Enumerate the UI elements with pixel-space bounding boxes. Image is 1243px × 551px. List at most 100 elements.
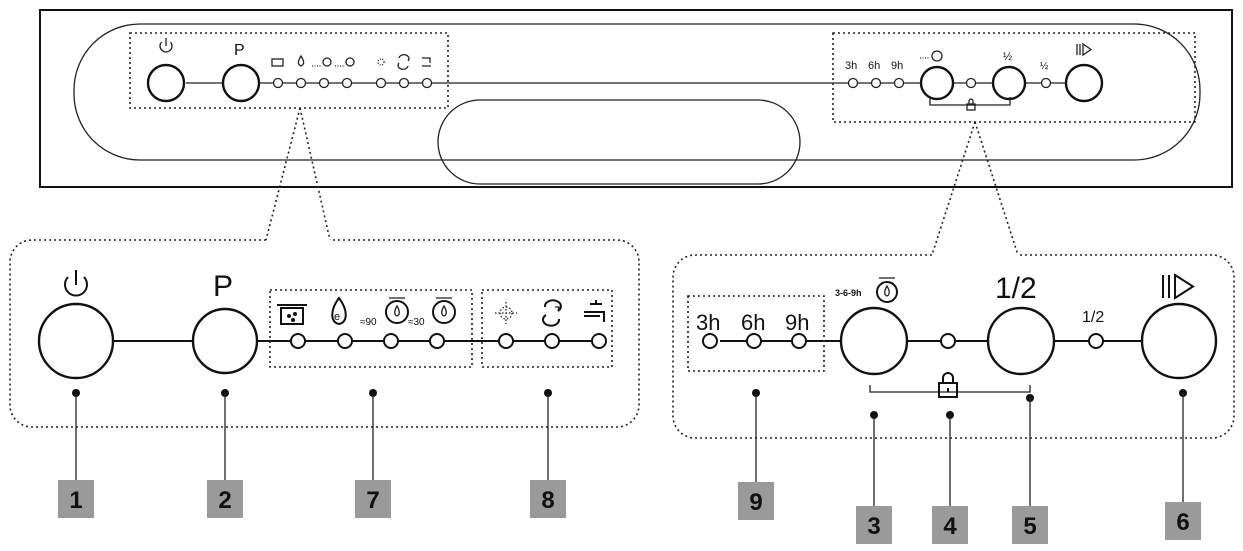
panel-outline [73, 23, 1201, 161]
callout-leaders [72, 389, 1187, 506]
callout-badge-9: 9 [738, 482, 774, 520]
top-led [398, 77, 410, 89]
indicator-led-2 [544, 333, 560, 349]
callout-badge-3: 3 [856, 506, 892, 544]
salt-icon [542, 299, 562, 327]
top-start-pause-icon [1076, 42, 1093, 57]
top-led [1040, 77, 1052, 89]
program-led-2 [337, 333, 353, 349]
delay-prefix-label: 3-6-9h [835, 288, 862, 298]
zoom-connector [974, 121, 1019, 256]
callout-badge-6: 6 [1165, 502, 1201, 540]
right-detail-box [672, 254, 1235, 439]
top-delay-button[interactable] [919, 65, 955, 101]
top-led [295, 77, 307, 89]
program-label: P [213, 270, 233, 303]
top-led [272, 77, 284, 89]
top-delay-icon [920, 50, 943, 62]
delay-led-6h [746, 333, 762, 349]
zoom-connector [265, 107, 301, 241]
callout-badge-2: 2 [207, 480, 243, 518]
top-power-icon [159, 38, 173, 53]
program-led-1 [290, 333, 306, 349]
program-leds-box [269, 289, 473, 368]
top-led [421, 77, 433, 89]
lock-bracket [869, 385, 1031, 393]
program-led-3 [383, 333, 399, 349]
power-button[interactable] [37, 302, 115, 380]
eco-icon: e [331, 296, 347, 326]
half-load-small-label: 1/2 [1082, 309, 1104, 326]
top-led [893, 77, 905, 89]
quick-90-icon: ≈90 [360, 297, 409, 328]
delay-led-3h [702, 333, 718, 349]
power-icon [64, 270, 88, 297]
top-led [965, 77, 977, 89]
program-button[interactable] [191, 307, 259, 375]
top-lock-icon [966, 98, 976, 111]
rinse-aid-icon [495, 302, 517, 324]
delay-6h-label: 6h [741, 310, 765, 335]
prog-90-label: ≈90 [360, 317, 377, 328]
svg-text:2: 2 [218, 487, 231, 514]
top-led [341, 77, 353, 89]
start-pause-icon [1162, 273, 1195, 300]
svg-text:5: 5 [1023, 513, 1036, 540]
zoom-connector [299, 107, 331, 241]
top-start-pause-button[interactable] [1064, 63, 1104, 103]
display-window [437, 99, 801, 185]
callout-badge-8: 8 [530, 480, 566, 518]
start-pause-button[interactable] [1140, 302, 1218, 380]
top-delay-3h: 3h [845, 60, 857, 72]
svg-text:8: 8 [541, 487, 554, 514]
child-lock-icon [938, 372, 958, 398]
svg-text:e: e [334, 311, 340, 323]
callout-badge-1: 1 [58, 480, 94, 518]
top-led [870, 77, 882, 89]
top-half-label: ½ [1003, 51, 1012, 63]
callout-badge-4: 4 [932, 506, 968, 544]
top-power-button[interactable] [146, 63, 186, 103]
top-program-icons [271, 54, 431, 70]
svg-text:7: 7 [366, 487, 379, 514]
panel-frame [39, 9, 1233, 188]
indicator-led-1 [498, 333, 514, 349]
top-right-zoom-box [832, 32, 1196, 123]
top-half-small-label: ½ [1040, 61, 1049, 72]
top-left-zoom-box [129, 32, 449, 109]
top-led [375, 77, 387, 89]
half-load-led [1088, 333, 1104, 349]
callout-badge-7: 7 [355, 480, 391, 518]
indicator-leds-box [481, 289, 613, 368]
lock-led [940, 333, 956, 349]
indicator-led-3 [591, 333, 607, 349]
top-led [847, 77, 859, 89]
zoom-connector [931, 121, 976, 256]
quick-30-icon: ≈30 [408, 297, 456, 328]
top-lock-bracket [929, 97, 1011, 106]
top-delay-6h: 6h [868, 60, 880, 72]
delay-led-9h [791, 333, 807, 349]
prog-30-label: ≈30 [408, 317, 425, 328]
water-tap-icon [584, 300, 605, 322]
top-program-label: P [234, 42, 245, 59]
top-led [318, 77, 330, 89]
half-load-button[interactable] [986, 306, 1056, 376]
half-load-large-label: 1/2 [995, 272, 1037, 305]
svg-text:9: 9 [749, 489, 762, 516]
svg-text:3: 3 [867, 513, 880, 540]
svg-text:1: 1 [69, 487, 82, 514]
svg-text:6: 6 [1176, 509, 1189, 536]
delay-9h-label: 9h [785, 310, 809, 335]
top-delay-9h: 9h [891, 60, 903, 72]
delay-timer-icon [876, 277, 898, 303]
delay-start-button[interactable] [839, 306, 909, 376]
top-half-load-button[interactable] [991, 65, 1027, 101]
svg-text:4: 4 [943, 513, 957, 540]
top-program-button[interactable] [221, 63, 261, 103]
intensive-wash-icon [277, 304, 307, 325]
callout-badge-5: 5 [1012, 506, 1048, 544]
program-led-4 [429, 333, 445, 349]
delay-3h-label: 3h [696, 310, 720, 335]
